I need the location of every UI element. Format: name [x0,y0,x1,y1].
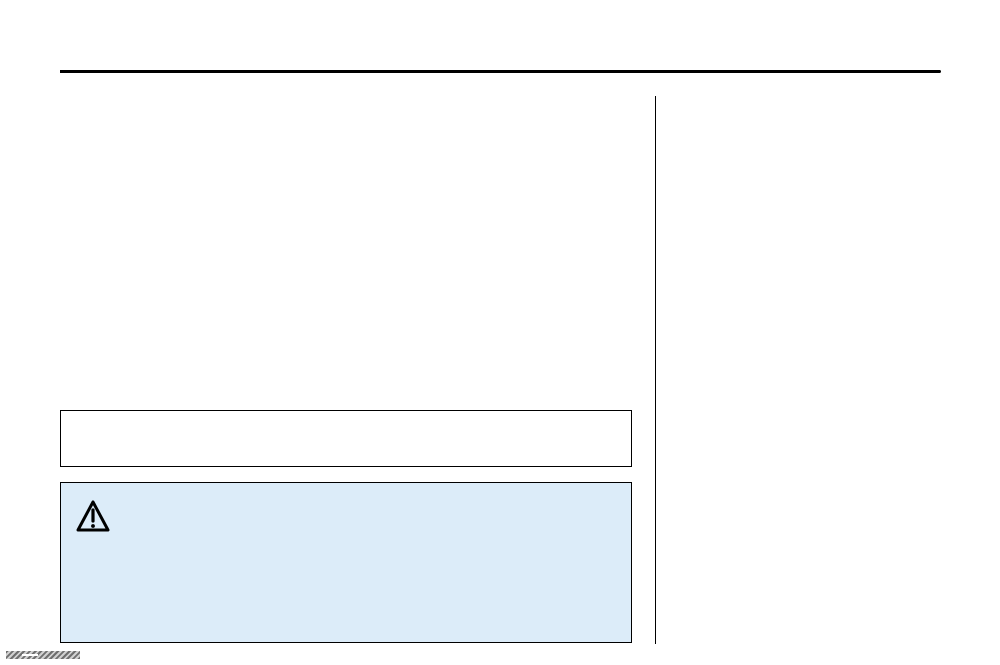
note-box [60,410,632,467]
page-corner-stamp [6,651,80,659]
column-divider [655,96,656,644]
warning-triangle-icon [76,500,110,532]
header-rule-end-dot [938,70,941,73]
header-rule [60,70,940,73]
warning-box [60,482,632,643]
corner-stamp-mark [22,654,38,656]
